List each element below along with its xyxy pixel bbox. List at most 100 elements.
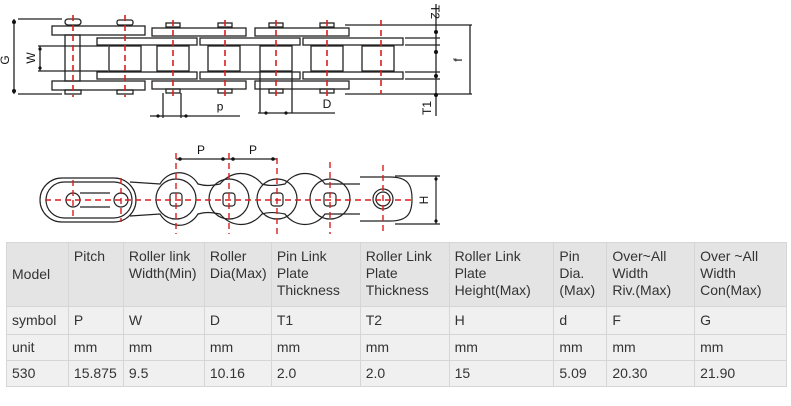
table-cell: 21.90 [694,360,787,387]
header-line: Plate [276,265,309,281]
table-cell: T1 [270,306,361,335]
pin-plate-top [254,27,350,37]
table-cell: 530 [6,360,69,387]
roller-plate-bottom [96,71,198,80]
table-cell: d [553,306,608,335]
label-t1: T1 [420,101,434,115]
table-cell: mm [203,334,272,361]
header-line: Riv.(Max) [612,282,672,298]
header-line: Thickness [365,282,429,298]
side-view [39,158,440,226]
label-big-d: D [323,97,332,111]
table-cell: mm [359,334,450,361]
centerlines-top [72,15,382,97]
table-cell: mm [270,334,361,361]
header-line: Dia(Max) [209,265,267,281]
header-line: Over ~All [700,248,759,264]
centerlines-side [45,153,415,234]
chain-diagram: G W d D T2 T1 f [0,4,472,234]
roller-plate-bottom [302,71,404,80]
table-cell: G [694,306,787,335]
roller-plate-top [302,37,404,46]
pin-plate-bottom [51,80,146,91]
label-p2: P [249,143,257,157]
label-f: f [451,58,465,62]
header-line: Dia. [559,265,585,281]
table-cell: D [203,306,272,335]
header-line: Width [612,265,649,281]
pin-plate-bottom [254,80,350,90]
header-line: Pitch [73,248,106,264]
label-w: W [24,52,38,64]
label-h: H [417,196,431,205]
table-cell: 2.0 [270,360,361,387]
table-cell: 9.5 [122,360,205,387]
roller-plate-bottom [199,71,301,80]
table-cell: F [606,306,696,335]
header-line: Width [700,265,736,281]
roller [259,45,293,72]
roller [156,45,190,72]
header-line: Roller [209,248,247,264]
roller-link-plate [129,211,360,226]
header-line: Pin [559,248,580,264]
table-cell: mm [606,334,696,361]
table-cell: 10.16 [203,360,272,387]
table-cell: 2.0 [359,360,450,387]
table-cell: mm [122,334,205,361]
label-g: G [0,55,12,64]
table-cell: 5.09 [553,360,608,387]
table-cell: unit [6,334,69,361]
header-line: Thickness [276,282,340,298]
table-cell: mm [67,334,124,361]
pin-plate-bottom [151,80,247,90]
table-cell: W [122,306,205,335]
table-cell: mm [448,334,555,361]
table-cell: mm [553,334,608,361]
header-line: Height(Max) [454,282,531,298]
table-cell: mm [694,334,787,361]
roller-link-plate [129,172,360,187]
header-line: Over~All [612,248,667,264]
table-cell: H [448,306,555,335]
roller-plate-top [96,37,198,46]
roller [361,45,395,72]
header-cell: Pitch [67,242,124,307]
header-line: Plate [365,265,398,281]
header-line: Roller link [128,248,191,264]
table-cell: symbol [6,306,69,335]
header-line: Roller Link [454,248,521,264]
label-p1: P [197,143,205,157]
roller [207,45,241,72]
table-cell: 20.30 [606,360,696,387]
header-line: Con(Max) [700,282,762,298]
label-d: d [217,101,224,115]
roller [310,45,344,72]
header-line: Pin Link [276,248,327,264]
header-line: Model [12,266,51,282]
header-line: Roller Link [365,248,432,264]
table-cell: 15.875 [67,360,124,387]
header-line: (Max) [559,282,596,298]
pin-plate-top [151,27,247,37]
top-view [13,4,472,118]
table-cell: 15 [448,360,555,387]
pin-plate-top [51,25,146,36]
label-t2: T2 [428,5,442,19]
header-cell: Model [6,242,69,307]
header-line: Plate [454,265,487,281]
header-line: Width(Min) [128,265,197,281]
table-cell: P [67,306,124,335]
roller-plate-top [199,37,301,46]
